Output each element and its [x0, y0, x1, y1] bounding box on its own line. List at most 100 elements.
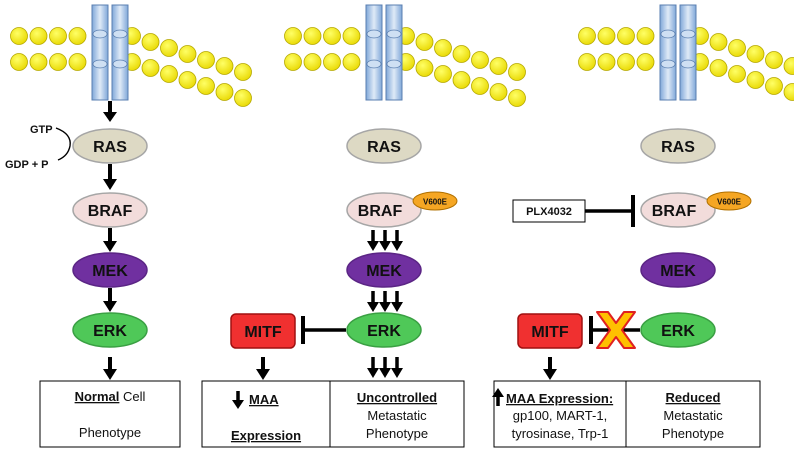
arrow-receptor-to-ras — [103, 101, 117, 122]
receptor-bar — [385, 4, 403, 101]
membrane-bead — [68, 53, 87, 71]
mek-label-treated: MEK — [660, 263, 696, 280]
membrane-bead — [471, 77, 489, 95]
maa-markers-line2: tyrosinase, Trp-1 — [512, 426, 609, 441]
membrane-bead — [323, 53, 341, 71]
membrane-bead — [197, 77, 215, 95]
maa-box-mutant — [201, 380, 331, 448]
braf-label-mutant: BRAF — [358, 203, 403, 220]
mitf-label-treated: MITF — [531, 324, 569, 341]
inhibit-erk-to-mitf — [301, 316, 346, 344]
triple-arrow-braf-to-mek — [367, 230, 403, 251]
membrane-bead — [197, 51, 215, 69]
outcome-treated-line3: Phenotype — [662, 426, 724, 441]
membrane-bead — [746, 71, 765, 89]
membrane-bead — [49, 53, 67, 71]
receptor-dimers — [91, 4, 697, 101]
membrane-bead — [765, 77, 783, 95]
ras-node-treated — [640, 128, 716, 164]
braf-node-mutant — [346, 192, 422, 228]
receptor-membrane-segment — [660, 29, 676, 39]
arrow-ras-to-braf-normal — [103, 164, 117, 190]
receptor-membrane-segment — [92, 29, 108, 39]
gtp-label: GTP — [30, 124, 53, 136]
membrane-bead — [783, 83, 794, 101]
receptor-membrane-segment — [112, 59, 128, 69]
braf-label-treated: BRAF — [652, 203, 697, 220]
up-arrow-icon — [492, 388, 504, 406]
triple-arrow-mek-to-erk — [367, 291, 403, 312]
receptor-membrane-segment — [386, 59, 402, 69]
arrow-mitf-to-maa-mutant — [256, 357, 270, 380]
outcome-treated-line2: Metastatic — [663, 408, 723, 423]
membrane-bead — [141, 59, 160, 77]
membrane-bead — [489, 83, 508, 101]
outcome-normal-line1: Normal Cell — [75, 389, 146, 404]
mek-label-mutant: MEK — [366, 263, 402, 280]
receptor-bar — [679, 4, 697, 101]
down-arrow-icon — [232, 391, 244, 409]
membrane-bead — [284, 27, 302, 45]
receptor-membrane-segment — [680, 29, 696, 39]
mitf-label-mutant: MITF — [244, 324, 282, 341]
membrane-bead — [709, 59, 728, 77]
membrane-bead — [415, 33, 434, 51]
panel-normal: GTP GDP + P RAS BRAF MEK ERK Norma — [5, 101, 181, 448]
panel-treated: RAS PLX4032 BRAF V600E MEK ERK MITF — [492, 128, 761, 448]
outcome-normal-bold: Normal — [75, 389, 120, 404]
membrane-bead — [234, 63, 252, 81]
membrane-bead — [508, 63, 526, 81]
erk-label-treated: ERK — [661, 323, 695, 340]
membrane-bead — [342, 27, 361, 45]
membrane-bead — [49, 27, 67, 45]
gtp-gdp-bracket — [55, 127, 71, 161]
ras-label-mutant: RAS — [367, 139, 401, 156]
membrane-bead — [728, 39, 746, 57]
blocked-x-icon — [596, 311, 636, 349]
receptor-membrane-segment — [660, 59, 676, 69]
membrane-bead — [303, 27, 322, 45]
maa-markers-line1: gp100, MART-1, — [513, 408, 607, 423]
maa-label-mutant: MAA — [249, 392, 279, 407]
mek-node-normal — [72, 252, 148, 288]
membrane-bead — [178, 45, 197, 63]
outcome-box-normal — [39, 380, 181, 448]
mitf-node-mutant — [230, 313, 296, 349]
erk-node-treated — [640, 312, 716, 348]
membrane-bead — [215, 83, 234, 101]
arrow-mitf-to-maa-treated — [543, 357, 557, 380]
membrane-bead — [746, 45, 765, 63]
ras-node-normal — [72, 128, 148, 164]
membrane-bead — [415, 59, 434, 77]
membrane-bead — [434, 65, 452, 83]
membrane-bead — [68, 27, 87, 45]
outcome-box-mutant — [329, 380, 465, 448]
membrane-bead — [728, 65, 746, 83]
membrane-bead — [178, 71, 197, 89]
mitf-node-treated — [517, 313, 583, 349]
membrane-bead — [597, 27, 616, 45]
membrane-bead — [29, 53, 48, 71]
receptor-bar — [659, 4, 677, 101]
ras-label-treated: RAS — [661, 139, 695, 156]
outcome-normal-rest: Cell — [119, 389, 145, 404]
outcome-treated-line1: Reduced — [666, 390, 721, 405]
receptor-membrane-segment — [366, 29, 382, 39]
v600e-badge-treated — [706, 191, 752, 211]
membrane-bead — [765, 51, 783, 69]
membrane-bead — [234, 89, 252, 107]
outcome-mutant-line3: Phenotype — [366, 426, 428, 441]
triple-arrow-erk-to-outcome — [367, 357, 403, 378]
outcome-mutant-line1: Uncontrolled — [357, 390, 437, 405]
outcome-box-treated — [625, 380, 761, 448]
receptor-membrane-segment — [366, 59, 382, 69]
receptor-bar — [365, 4, 383, 101]
membrane-bead — [160, 65, 178, 83]
membrane-bead — [508, 89, 526, 107]
receptor-membrane-segment — [680, 59, 696, 69]
membrane-bead — [597, 53, 616, 71]
outcome-mutant-line2: Metastatic — [367, 408, 427, 423]
membrane-bead — [342, 53, 361, 71]
braf-label-normal: BRAF — [88, 203, 133, 220]
